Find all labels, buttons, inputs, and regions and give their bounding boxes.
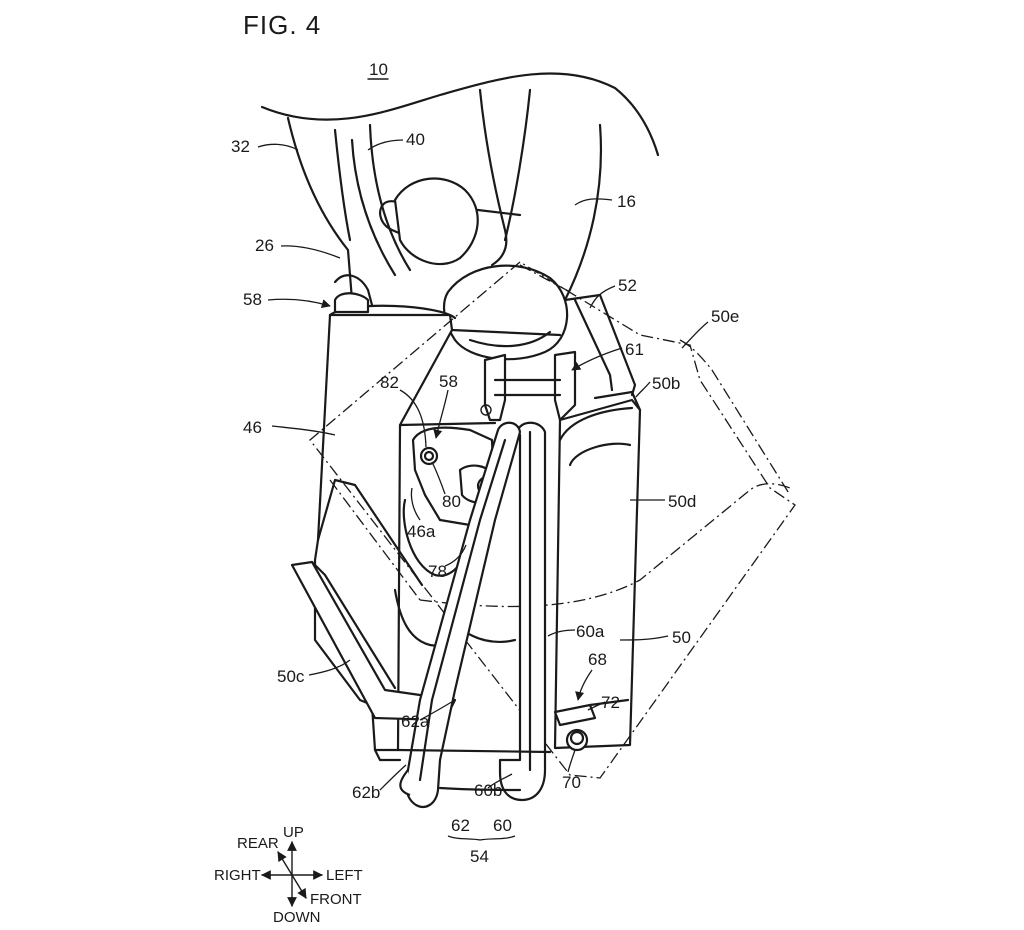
ref-26: 26 bbox=[255, 236, 274, 255]
side-panel-50d bbox=[553, 293, 642, 750]
ref-32: 32 bbox=[231, 137, 250, 156]
dir-left: LEFT bbox=[326, 867, 363, 884]
hinge-pillar bbox=[480, 350, 577, 422]
dir-right: RIGHT bbox=[214, 867, 261, 884]
dir-rear: REAR bbox=[237, 835, 279, 852]
ref-60: 60 bbox=[493, 816, 512, 835]
dir-down: DOWN bbox=[273, 909, 321, 926]
lid-open-position bbox=[309, 261, 796, 779]
ref-50c: 50c bbox=[277, 667, 305, 686]
ref-62a: 62a bbox=[401, 712, 430, 731]
ref-50d: 50d bbox=[668, 492, 696, 511]
ref-60a: 60a bbox=[576, 622, 605, 641]
ref-10: 10 bbox=[369, 60, 388, 79]
ref-82: 82 bbox=[380, 373, 399, 392]
reference-labels: 32 40 16 26 58 52 50e 61 50b 82 58 46 80… bbox=[231, 130, 739, 866]
ref-46a: 46a bbox=[407, 522, 436, 541]
dir-front: FRONT bbox=[310, 891, 362, 908]
lock-68 bbox=[553, 698, 630, 752]
ref-50b: 50b bbox=[652, 374, 680, 393]
ref-80: 80 bbox=[442, 492, 461, 511]
ref-78: 78 bbox=[428, 562, 447, 581]
ref-60b: 60b bbox=[474, 781, 502, 800]
ref-46: 46 bbox=[243, 418, 262, 437]
ref-68: 68 bbox=[588, 650, 607, 669]
ref-52: 52 bbox=[618, 276, 637, 295]
ref-16: 16 bbox=[617, 192, 636, 211]
handle-54 bbox=[373, 421, 552, 808]
ref-61: 61 bbox=[625, 340, 644, 359]
ref-62b: 62b bbox=[352, 783, 380, 802]
upper-body bbox=[260, 72, 660, 361]
ref-54: 54 bbox=[470, 847, 489, 866]
ref-72: 72 bbox=[601, 693, 620, 712]
figure-title: FIG. 4 bbox=[243, 10, 321, 40]
ref-58-upper: 58 bbox=[243, 290, 262, 309]
ref-70: 70 bbox=[562, 773, 581, 792]
ref-58-lower: 58 bbox=[439, 372, 458, 391]
ref-62: 62 bbox=[451, 816, 470, 835]
ref-40: 40 bbox=[406, 130, 425, 149]
ref-50: 50 bbox=[672, 628, 691, 647]
leader-lines bbox=[257, 139, 709, 841]
dir-up: UP bbox=[283, 824, 304, 841]
ref-50e: 50e bbox=[711, 307, 739, 326]
direction-compass: UP REAR RIGHT LEFT FRONT DOWN bbox=[214, 824, 363, 926]
